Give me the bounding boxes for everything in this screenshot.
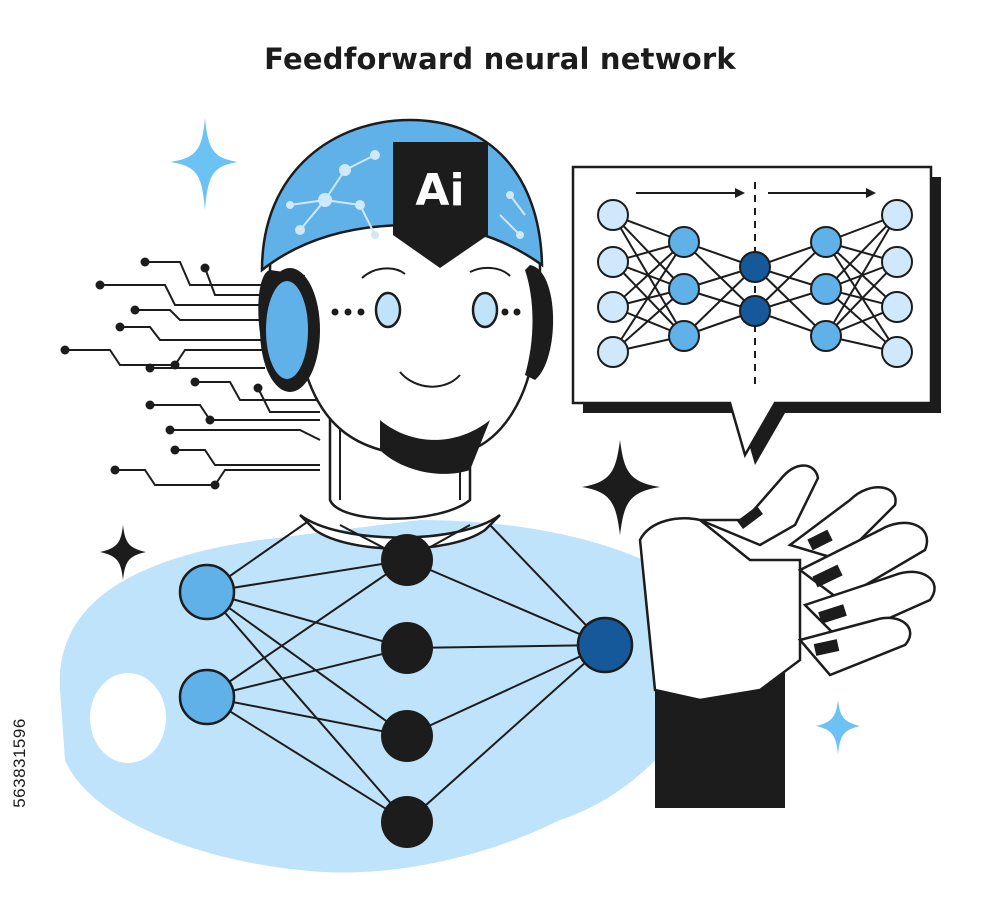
body-network-nodes [178, 534, 634, 848]
input-node [178, 563, 236, 621]
circuit-lines-icon [65, 261, 321, 486]
hidden-node [381, 796, 433, 848]
hidden-node [381, 534, 433, 586]
page-title: Feedforward neural network [264, 42, 736, 76]
blob-hole [90, 673, 166, 763]
ai-badge-icon [393, 142, 488, 268]
speech-bubble-icon [571, 165, 941, 465]
jaw-shadow [380, 420, 490, 474]
hidden-node [381, 622, 433, 674]
robot-hand-icon [638, 464, 936, 808]
robot-face [331, 266, 521, 388]
headphones-icon [258, 265, 554, 392]
sparkle-icon [582, 440, 660, 535]
side-id: 563831596 [10, 718, 29, 808]
sparkle-icon [170, 118, 238, 210]
circuit-dots [60, 257, 263, 490]
hidden-node [381, 710, 433, 762]
output-node [576, 616, 634, 674]
right-eye [471, 291, 499, 329]
sparkle-icon [100, 525, 146, 580]
brain-circuit [286, 150, 526, 239]
input-node [178, 668, 236, 726]
sparkle-icon [816, 700, 860, 754]
ai-badge-text: Ai [415, 165, 464, 216]
left-eye [374, 291, 402, 329]
